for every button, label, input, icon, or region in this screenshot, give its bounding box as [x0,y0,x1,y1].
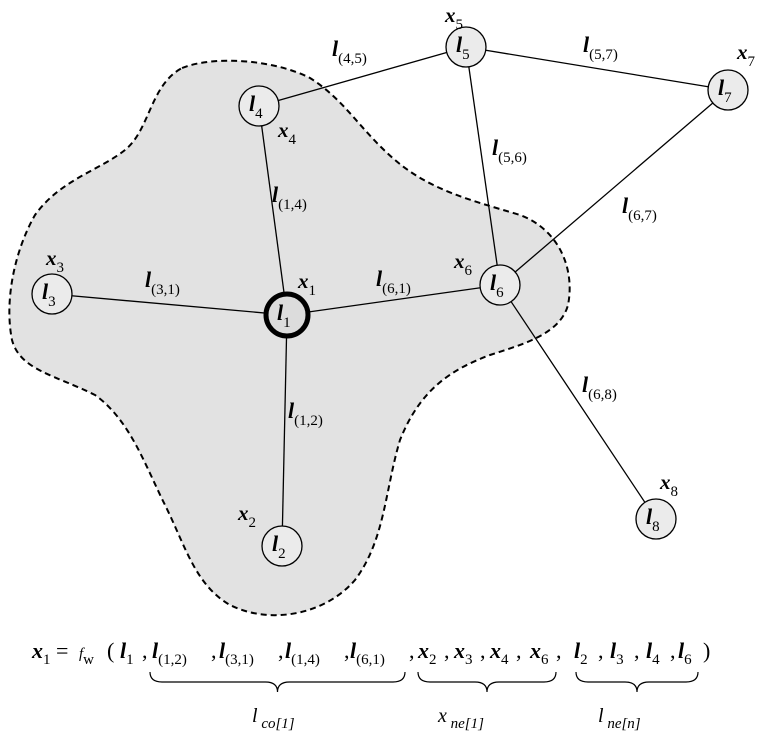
node-var-7: x7 [736,40,756,70]
node-label-7: l7 [718,75,732,106]
formula-comma-lne-0: , [598,638,604,663]
edge-6-7 [499,89,729,286]
formula-lne-1: l3 [610,638,624,668]
node-var-2: x2 [237,501,256,531]
node-label-2: l2 [272,531,286,562]
brace-co [149,671,406,693]
brace-lne [575,671,699,693]
node-7 [707,69,749,111]
formula-comma-lne-1: , [634,638,640,663]
node-label-6: l6 [490,270,504,301]
edge-label-5-6: l(5,6) [492,135,527,166]
edge-1-2 [281,314,288,547]
formula-lne-2: l4 [646,638,660,668]
nodes-layer: l1 l2 l3 l4 l5 l6 l7 l8 [31,26,749,567]
formula-comma-co-3: , [344,638,350,663]
formula-comma-co-1: , [211,638,217,663]
brace-label-lne: l ne[n] [598,705,641,732]
edge-5-6 [465,46,501,286]
formula-lne-0: l2 [574,638,588,668]
node-4 [238,85,280,127]
formula-comma-xne-1: , [480,638,486,663]
node-vars-layer: x1 x2 x3 x4 x5 x6 x7 x8 [45,3,756,531]
node-1 [263,291,311,339]
edges-layer [51,46,729,547]
edge-6-1 [286,284,501,316]
node-label-3: l3 [42,279,56,310]
node-var-4: x4 [277,118,297,148]
node-2 [261,525,303,567]
formula-comma-co-2: , [278,638,284,663]
formula-co-2: l(3,1) [219,638,254,668]
formula-co-4: l(6,1) [350,638,385,668]
formula: x1=fw(l1,l(1,2),l(3,1),l(1,4),l(6,1),x2,… [31,638,710,668]
formula-func: fw [79,646,94,668]
edge-label-3-1: l(3,1) [145,267,180,298]
formula-co-3: l(1,4) [285,638,320,668]
formula-co-0: l1 [120,638,134,668]
formula-comma-xne-3: , [556,638,562,663]
formula-open-paren: ( [107,638,114,663]
edge-5-7 [465,46,729,91]
formula-co-1: l(1,2) [152,638,187,668]
formula-close-paren: ) [703,638,710,663]
edge-label-5-7: l(5,7) [583,32,618,63]
node-var-6: x6 [453,249,473,279]
braces: l co[1] x ne[1] l ne[n] [149,671,699,732]
edge-label-6-7: l(6,7) [622,193,657,224]
node-6 [479,264,521,306]
node-3 [31,273,73,315]
edge-label-1-2: l(1,2) [288,398,323,429]
edge-6-8 [499,284,657,520]
formula-comma-lne-2: , [670,638,676,663]
formula-xne-1: x3 [453,638,473,668]
edge-1-4 [258,105,288,316]
edge-label-6-1: l(6,1) [376,266,411,297]
formula-lne-3: l6 [678,638,692,668]
brace-label-co: l co[1] [252,705,295,732]
node-label-8: l8 [646,504,660,535]
edge-4-5 [258,46,467,107]
edge-3-1 [51,293,288,316]
brace-xne [417,671,557,693]
node-var-5: x5 [444,3,463,33]
node-8 [635,498,677,540]
node-label-4: l4 [249,91,263,122]
node-var-8: x8 [659,470,678,500]
formula-comma-xne-0: , [444,638,450,663]
edge-label-6-8: l(6,8) [582,372,617,403]
node-label-5: l5 [456,32,470,63]
node-var-3: x3 [45,246,64,276]
formula-xne-2: x4 [489,638,509,668]
node-5 [445,26,487,68]
edge-labels-layer: l(4,5) l(5,7) l(5,6) l(1,4) l(6,7) l(3,1) l(6,… [145,32,657,429]
formula-equals: = [56,638,68,663]
node-label-1: l1 [277,300,291,331]
brace-label-xne: x ne[1] [437,705,484,732]
edge-label-1-4: l(1,4) [272,182,307,213]
formula-comma-co-0: , [142,638,148,663]
formula-comma-co-4: , [409,638,415,663]
formula-lhs: x1 [31,638,51,668]
node-var-1: x1 [297,269,316,299]
edge-label-4-5: l(4,5) [332,36,367,67]
formula-comma-xne-2: , [516,638,522,663]
formula-xne-3: x6 [529,638,549,668]
formula-xne-0: x2 [417,638,437,668]
